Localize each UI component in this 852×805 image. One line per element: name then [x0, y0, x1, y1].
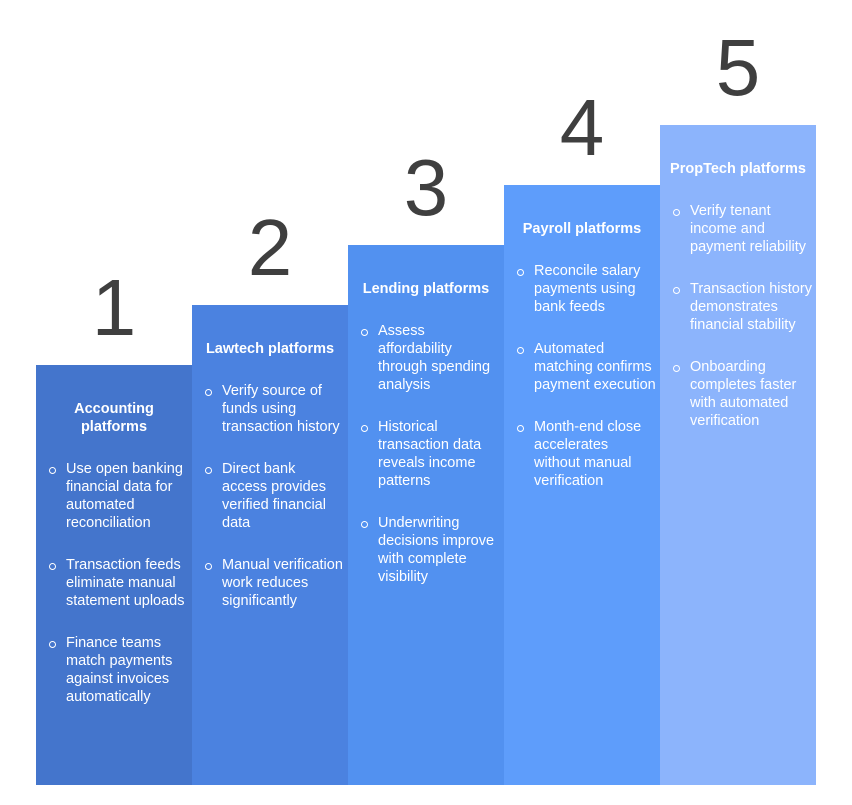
- circle-bullet-icon: [205, 467, 212, 474]
- step-4-bullet: Reconcile salary payments using bank fee…: [504, 262, 660, 316]
- step-4-bullet: Month-end close accelerates without manu…: [504, 418, 660, 490]
- step-5-bullet-list: Verify tenant income and payment reliabi…: [660, 202, 816, 430]
- circle-bullet-icon: [49, 641, 56, 648]
- bullet-text: Transaction history demonstrates financi…: [690, 281, 812, 333]
- step-5-bullet: Onboarding completes faster with automat…: [660, 358, 816, 430]
- step-2-title: Lawtech platforms: [205, 341, 335, 357]
- step-1-bullet: Transaction feeds eliminate manual state…: [36, 556, 192, 610]
- step-2-bullet: Verify source of funds using transaction…: [192, 382, 348, 436]
- step-3-bullet: Historical transaction data reveals inco…: [348, 418, 504, 490]
- step-1-number: 1: [91, 263, 137, 352]
- circle-bullet-icon: [361, 521, 368, 528]
- step-3-title: Lending platforms: [362, 281, 490, 297]
- step-5-number: 5: [715, 23, 761, 112]
- step-5-title: PropTech platforms: [670, 161, 806, 177]
- step-1-title: Accounting platforms: [74, 401, 154, 435]
- bullet-text: Assess affordability through spending an…: [378, 323, 491, 393]
- step-5-bullet: Verify tenant income and payment reliabi…: [660, 202, 816, 256]
- bullet-text: Transaction feeds eliminate manual state…: [66, 557, 185, 609]
- step-2-box: Lawtech platforms Verify source of funds…: [192, 305, 348, 785]
- circle-bullet-icon: [517, 425, 524, 432]
- bullet-text: Underwriting decisions improve with comp…: [378, 515, 495, 585]
- circle-bullet-icon: [205, 563, 212, 570]
- step-2-number: 2: [247, 203, 293, 292]
- step-4-title: Payroll platforms: [522, 221, 642, 237]
- circle-bullet-icon: [205, 389, 212, 396]
- bullet-text: Onboarding completes faster with automat…: [690, 359, 797, 429]
- step-5-bullet: Transaction history demonstrates financi…: [660, 280, 816, 334]
- step-5-box: PropTech platforms Verify tenant income …: [660, 125, 816, 785]
- circle-bullet-icon: [361, 329, 368, 336]
- step-4-bullet: Automated matching confirms payment exec…: [504, 340, 660, 394]
- step-2-bullet-list: Verify source of funds using transaction…: [192, 382, 348, 610]
- step-1-box: Accounting platforms Use open banking fi…: [36, 365, 192, 785]
- bullet-text: Historical transaction data reveals inco…: [378, 419, 482, 489]
- circle-bullet-icon: [673, 287, 680, 294]
- step-1-bullet: Finance teams match payments against inv…: [36, 634, 192, 706]
- bullet-text: Manual verification work reduces signifi…: [222, 557, 343, 609]
- step-1-bullet-list: Use open banking financial data for auto…: [36, 460, 192, 706]
- step-4-bullet-list: Reconcile salary payments using bank fee…: [504, 262, 660, 490]
- step-4-number: 4: [559, 83, 605, 172]
- step-2-bullet: Direct bank access provides verified fin…: [192, 460, 348, 532]
- bullet-text: Reconcile salary payments using bank fee…: [534, 263, 641, 315]
- circle-bullet-icon: [517, 347, 524, 354]
- step-3-number: 3: [403, 143, 449, 232]
- circle-bullet-icon: [49, 563, 56, 570]
- step-4-box: Payroll platforms Reconcile salary payme…: [504, 185, 660, 785]
- circle-bullet-icon: [49, 467, 56, 474]
- step-2-bullet: Manual verification work reduces signifi…: [192, 556, 348, 610]
- circle-bullet-icon: [517, 269, 524, 276]
- circle-bullet-icon: [673, 209, 680, 216]
- step-3-box: Lending platforms Assess affordability t…: [348, 245, 504, 785]
- step-3-bullet-list: Assess affordability through spending an…: [348, 322, 504, 586]
- step-1-bullet: Use open banking financial data for auto…: [36, 460, 192, 532]
- step-3-bullet: Assess affordability through spending an…: [348, 322, 504, 394]
- bullet-text: Verify source of funds using transaction…: [222, 383, 340, 435]
- bullet-text: Verify tenant income and payment reliabi…: [690, 203, 807, 255]
- bullet-text: Month-end close accelerates without manu…: [534, 419, 642, 489]
- circle-bullet-icon: [673, 365, 680, 372]
- circle-bullet-icon: [361, 425, 368, 432]
- bullet-text: Finance teams match payments against inv…: [66, 635, 173, 705]
- bullet-text: Automated matching confirms payment exec…: [534, 341, 656, 393]
- bullet-text: Direct bank access provides verified fin…: [222, 461, 326, 531]
- step-3-bullet: Underwriting decisions improve with comp…: [348, 514, 504, 586]
- bullet-text: Use open banking financial data for auto…: [66, 461, 183, 531]
